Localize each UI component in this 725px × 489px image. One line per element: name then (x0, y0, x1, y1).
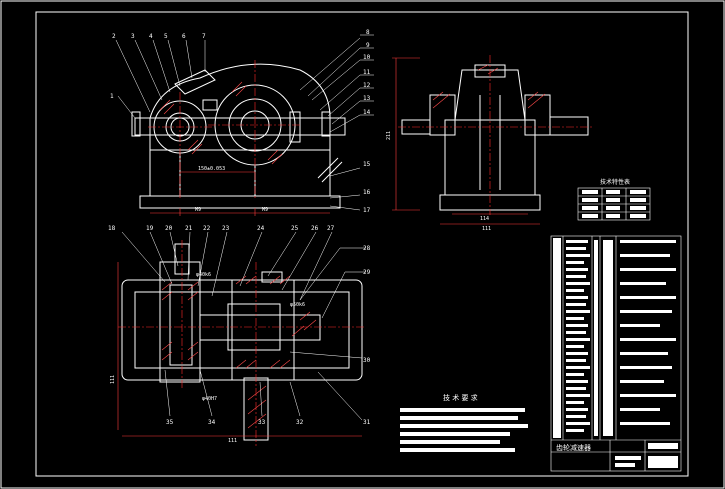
callout-13: 13 (363, 95, 371, 102)
callout-25: 25 (291, 225, 299, 232)
tech-requirements-lines (400, 408, 528, 452)
dim-side-114: 114 (480, 216, 489, 222)
callout-3: 3 (131, 33, 135, 40)
fit-input: φ40k6 (196, 272, 211, 278)
callout-23: 23 (222, 225, 230, 232)
front-hatch (159, 81, 283, 165)
fit-gear: φ50k6 (290, 302, 305, 308)
parts-list-rows (553, 238, 678, 468)
dim-center-distance: 150±0.053 (198, 166, 225, 172)
callout-5: 5 (164, 33, 168, 40)
callout-27: 27 (327, 225, 335, 232)
output-shaft-housing (231, 279, 295, 381)
dim-side-height: 211 (386, 131, 392, 140)
callout-33: 33 (258, 419, 266, 426)
callout-4: 4 (149, 33, 153, 40)
title-block-name: 齿轮减速器 (556, 443, 591, 452)
inner-frame (35, 11, 689, 477)
front-body-sides (149, 150, 331, 196)
top-inner-wall (134, 291, 350, 369)
side-hatch (432, 64, 546, 109)
callout-6: 6 (182, 33, 186, 40)
inspection-cover (174, 69, 216, 95)
bolt-right (321, 111, 331, 137)
callout-12: 12 (363, 82, 371, 89)
callout-11: 11 (363, 69, 371, 76)
side-ribs (479, 95, 501, 190)
top-hatch (161, 275, 317, 429)
tech-requirements-title: 技 术 要 求 (443, 393, 478, 402)
callout-28: 28 (363, 245, 371, 252)
top-dimension-lines (117, 262, 362, 437)
top-centerlines (118, 240, 366, 446)
side-output-shaft (549, 116, 589, 136)
input-pinion (169, 284, 193, 366)
spec-table (577, 187, 651, 221)
callout-2: 2 (112, 33, 116, 40)
front-flange (134, 117, 346, 136)
spec-table-title: 技术特性表 (600, 178, 630, 186)
top-view (121, 243, 363, 441)
callout-10: 10 (363, 54, 371, 61)
side-right-flange (524, 94, 551, 136)
callout-19: 19 (146, 225, 154, 232)
bolt-mid (289, 111, 301, 143)
front-base-plate (139, 195, 341, 209)
output-shaft-cap (261, 271, 283, 283)
dim-front-m1: M9 (195, 207, 201, 213)
callout-17: 17 (363, 207, 371, 214)
callout-8: 8 (366, 29, 370, 36)
callout-34: 34 (208, 419, 216, 426)
side-left-flange (429, 94, 456, 136)
dim-top-height: 111 (110, 375, 116, 384)
callout-21: 21 (185, 225, 193, 232)
dim-top-width: 111 (228, 438, 237, 444)
callout-1: 1 (110, 93, 114, 100)
callout-31: 31 (363, 419, 371, 426)
gear-mesh-band (199, 314, 321, 341)
side-view (401, 64, 589, 211)
front-dimension-lines (150, 171, 330, 216)
callout-24: 24 (257, 225, 265, 232)
dim-side-111: 111 (482, 226, 491, 232)
callout-26: 26 (311, 225, 319, 232)
callout-18: 18 (108, 225, 116, 232)
side-dimension-lines (392, 57, 540, 225)
top-outline (121, 279, 363, 381)
front-centerlines (148, 60, 302, 200)
callout-20: 20 (165, 225, 173, 232)
front-cover-outline (149, 63, 331, 150)
top-leaders (121, 231, 366, 421)
spec-table-cells (582, 190, 646, 218)
callout-35: 35 (166, 419, 174, 426)
side-body (444, 119, 536, 195)
callout-30: 30 (363, 357, 371, 364)
callout-9: 9 (366, 42, 370, 49)
front-ribs (179, 153, 256, 196)
callout-22: 22 (203, 225, 211, 232)
callout-16: 16 (363, 189, 371, 196)
oil-gauge (317, 157, 343, 183)
callout-29: 29 (363, 269, 371, 276)
callout-7: 7 (202, 33, 206, 40)
callout-14: 14 (363, 109, 371, 116)
callout-32: 32 (296, 419, 304, 426)
fit-bearing: φ40H7 (202, 396, 217, 402)
callout-15: 15 (363, 161, 371, 168)
lifting-lug (202, 99, 218, 111)
parts-list (550, 235, 682, 472)
dim-front-m2: M9 (262, 207, 268, 213)
side-centerlines (398, 55, 592, 215)
bolt-left (131, 111, 141, 137)
front-leaders (115, 34, 374, 211)
